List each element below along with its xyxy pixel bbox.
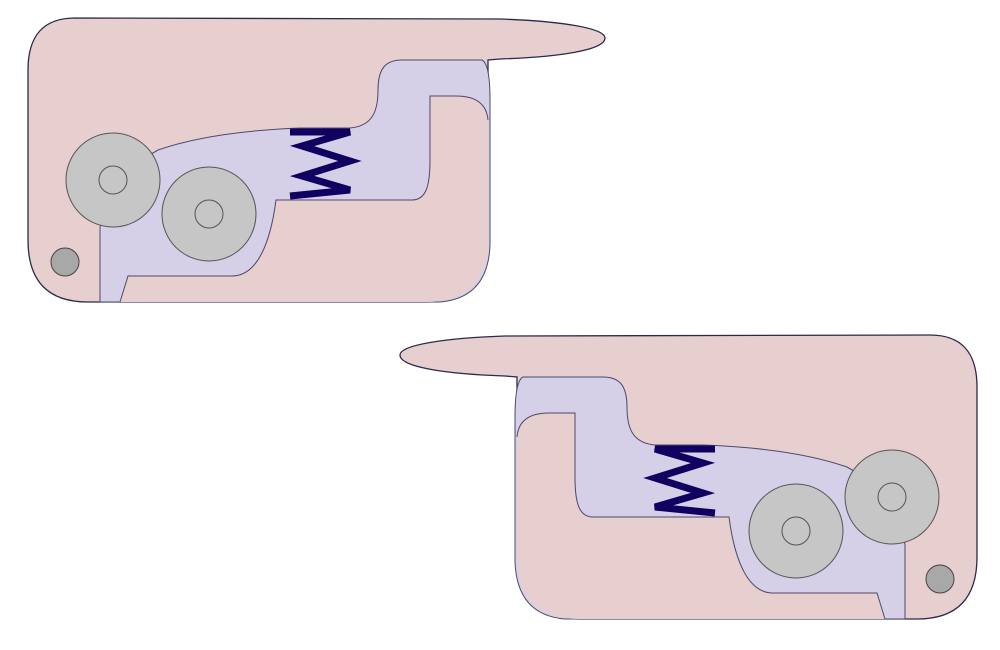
mechanism-lower-mirrored bbox=[400, 335, 977, 619]
mechanism-upper bbox=[28, 18, 605, 302]
